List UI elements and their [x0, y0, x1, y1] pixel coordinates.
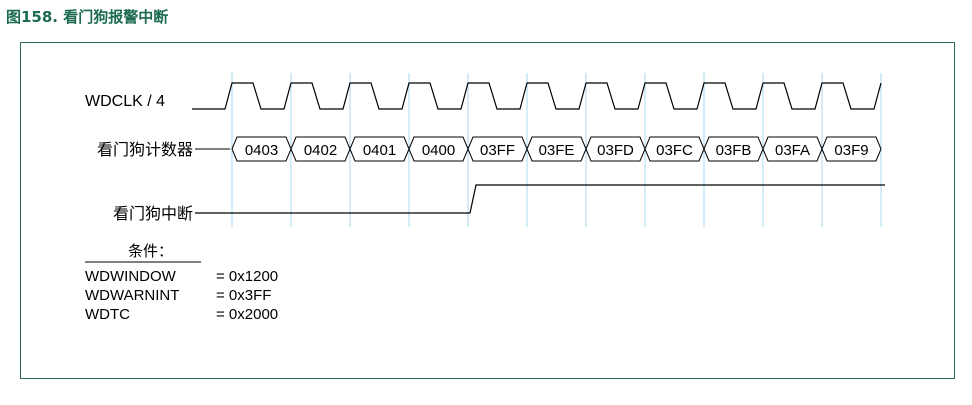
- conditions-header: 条件：: [128, 242, 173, 260]
- condition-name: WDWARNINT: [85, 287, 179, 304]
- counter-value: 03FD: [597, 142, 634, 159]
- counter-value: 0400: [422, 142, 455, 159]
- counter-cell: [821, 136, 882, 162]
- counter-value: 03FA: [775, 142, 810, 159]
- counter-value: 0401: [363, 142, 396, 159]
- condition-name: WDWINDOW: [85, 268, 177, 285]
- counter-value: 03FB: [716, 142, 752, 159]
- figure-title: 图158. 看门狗报警中断: [6, 8, 169, 26]
- counter-bus: 0403 0402 0401 0400 03FF 03FE 03FD 03FC 03FB 03FA…: [231, 136, 882, 162]
- clock-waveform: [192, 82, 882, 110]
- interrupt-label: 看门狗中断: [113, 204, 193, 223]
- condition-name: WDTC: [85, 306, 130, 323]
- counter-value: 03FC: [656, 142, 693, 159]
- counter-value: 03F9: [834, 142, 868, 159]
- counter-label: 看门狗计数器: [97, 140, 193, 159]
- counter-value: 0403: [245, 142, 278, 159]
- timing-diagram: WDCLK / 4 看门狗计数器 0403 0402 0401 0400 03FF 03F…: [85, 73, 885, 323]
- condition-value: = 0x3FF: [216, 287, 271, 304]
- clock-label: WDCLK / 4: [85, 93, 165, 110]
- counter-value: 0402: [304, 142, 337, 159]
- condition-value: = 0x1200: [216, 268, 278, 285]
- interrupt-waveform: [195, 184, 885, 214]
- counter-value: 03FF: [480, 142, 515, 159]
- counter-value: 03FE: [539, 142, 575, 159]
- condition-value: = 0x2000: [216, 306, 278, 323]
- diagram-frame: WDCLK / 4 看门狗计数器 0403 0402 0401 0400 03FF 03F…: [20, 42, 955, 379]
